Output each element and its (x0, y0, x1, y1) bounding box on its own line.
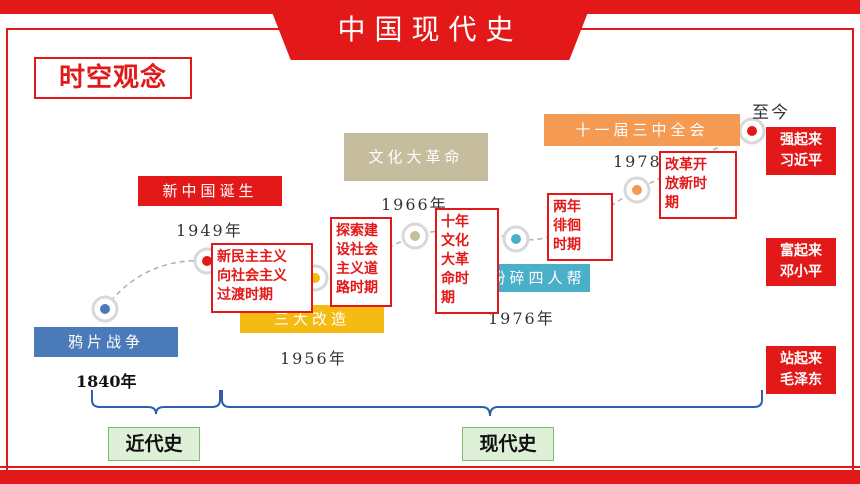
period-line: 设社会 (336, 242, 378, 258)
leader-slogan: 富起来 (780, 243, 822, 259)
period-hesitation: 两年 徘徊 时期 (547, 193, 613, 261)
page-title: 中国现代史 (337, 13, 523, 46)
period-line: 放新时 (665, 176, 707, 192)
period-line: 徘徊 (553, 218, 581, 234)
event-gang-of-four: 粉碎四人帮 (486, 264, 590, 292)
leader-slogan: 强起来 (780, 132, 822, 148)
period-line: 期 (441, 290, 455, 306)
node-1978-icon (623, 176, 651, 204)
event-new-china: 新中国诞生 (138, 176, 282, 206)
period-line: 主义道 (336, 261, 378, 277)
period-line: 时期 (553, 237, 581, 253)
period-line: 新民主主义 (217, 249, 287, 265)
period-line: 向社会主义 (217, 268, 287, 284)
leader-name: 邓小平 (780, 264, 822, 280)
period-line: 文化 (441, 233, 469, 249)
node-1966-icon (401, 222, 429, 250)
period-reform: 改革开 放新时 期 (659, 151, 737, 219)
period-line: 期 (665, 195, 679, 211)
period-line: 十年 (441, 214, 469, 230)
period-line: 改革开 (665, 157, 707, 173)
concept-label: 时空观念 (34, 57, 192, 99)
leader-name: 毛泽东 (780, 372, 822, 388)
era-modern-history: 近代史 (108, 427, 200, 461)
node-1976-icon (502, 225, 530, 253)
title-banner (268, 2, 592, 60)
year-1976: 1976年 (488, 309, 555, 328)
node-now-icon (738, 117, 766, 145)
period-line: 命时 (441, 271, 469, 287)
modern-brace (91, 390, 221, 415)
period-line: 过渡时期 (217, 287, 273, 303)
year-1840: 1840年 (76, 372, 137, 391)
period-line: 两年 (553, 199, 581, 215)
era-contemporary-history: 现代史 (462, 427, 554, 461)
period-new-democracy: 新民主主义 向社会主义 过渡时期 (211, 243, 313, 313)
bottom-red-bar (0, 470, 860, 484)
contemporary-brace (221, 390, 763, 417)
leader-strong: 强起来 习近平 (766, 127, 836, 175)
leader-standup: 站起来 毛泽东 (766, 346, 836, 394)
year-now: 至今 (752, 103, 790, 123)
event-third-plenum: 十一届三中全会 (544, 114, 740, 146)
year-1956: 1956年 (280, 349, 347, 368)
leader-name: 习近平 (780, 153, 822, 169)
leader-rich: 富起来 邓小平 (766, 238, 836, 286)
period-line: 路时期 (336, 280, 378, 296)
period-line: 探索建 (336, 223, 378, 239)
year-1966: 1966年 (381, 195, 448, 214)
period-exploration: 探索建 设社会 主义道 路时期 (330, 217, 392, 307)
event-cultural-revolution: 文化大革命 (344, 133, 488, 181)
period-line: 大革 (441, 252, 469, 268)
period-decade: 十年 文化 大革 命时 期 (435, 208, 499, 314)
leader-slogan: 站起来 (780, 351, 822, 367)
bottom-thin-bar (0, 466, 860, 468)
node-1840-icon (91, 295, 119, 323)
event-opium-war: 鸦片战争 (34, 327, 178, 357)
year-1949: 1949年 (176, 221, 243, 240)
